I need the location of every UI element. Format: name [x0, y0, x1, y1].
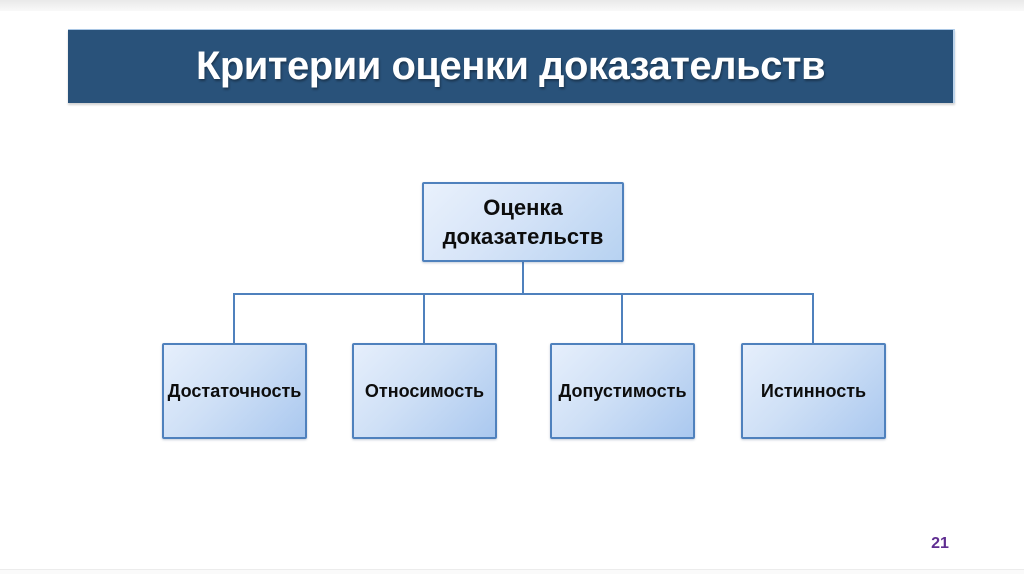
- page-number: 21: [931, 535, 949, 552]
- slide-title-bar: Критерии оценки доказательств: [68, 29, 955, 103]
- diagram-root-label: Оценка доказательств: [442, 195, 604, 249]
- connector-root-stub: [522, 260, 524, 294]
- diagram-child-label: Допустимость: [558, 381, 687, 401]
- diagram-root-node: Оценка доказательств: [422, 182, 624, 262]
- diagram-child-label: Относимость: [364, 381, 485, 401]
- diagram-child-node-truthfulness: Истинность: [741, 343, 886, 439]
- diagram-child-label: Достаточность: [167, 381, 302, 401]
- connector-drop-1: [233, 294, 235, 344]
- connector-horizontal: [233, 293, 814, 295]
- connector-drop-2: [423, 294, 425, 344]
- slide-top-edge: [0, 0, 1024, 11]
- slide-bottom-edge: [0, 569, 1024, 574]
- diagram-child-node-sufficiency: Достаточность: [162, 343, 307, 439]
- connector-drop-4: [812, 294, 814, 344]
- diagram-child-node-admissibility: Допустимость: [550, 343, 695, 439]
- diagram-child-label: Истинность: [760, 381, 867, 401]
- slide-title: Критерии оценки доказательств: [195, 44, 826, 88]
- diagram-child-node-relevance: Относимость: [352, 343, 497, 439]
- connector-drop-3: [621, 294, 623, 344]
